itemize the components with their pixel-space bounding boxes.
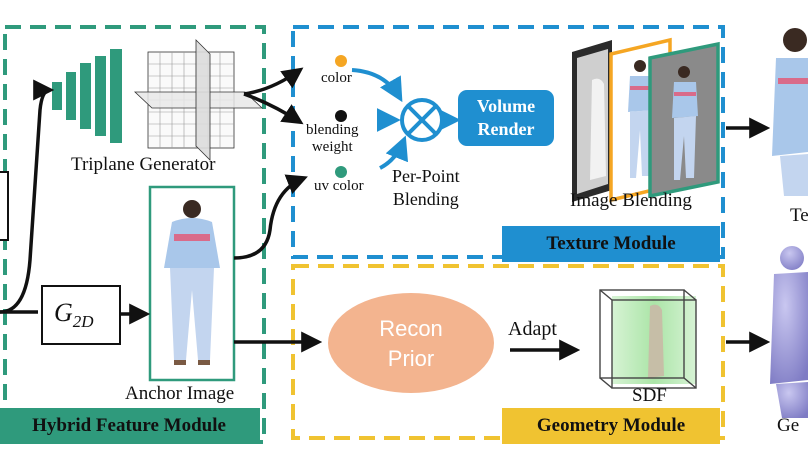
- geometry-module-frame: [291, 264, 725, 440]
- g2d-box: [41, 285, 121, 345]
- volume-render-line-1: Volume: [476, 96, 536, 116]
- texture-badge-bg: [502, 226, 720, 262]
- blending-weight-label: blending weight: [306, 122, 359, 157]
- geometry-badge-bg: [502, 408, 720, 444]
- volume-render-box: [458, 90, 554, 146]
- image-blending-stack: [572, 37, 720, 203]
- blending-weight-dot: [335, 110, 347, 122]
- per-point-blending-operator-icon: [400, 98, 444, 142]
- right-textured-human: [772, 28, 808, 196]
- color-dot: [335, 55, 347, 67]
- sdf-label: SDF: [632, 385, 667, 406]
- right-geometry-mesh: [770, 246, 808, 418]
- texture-module-label: Texture Module: [546, 233, 676, 254]
- g2d-subscript: 2D: [72, 312, 94, 332]
- triplane-planes-icon: [133, 39, 264, 161]
- per-point-line-1: Per-Point: [392, 166, 460, 186]
- blending-arrows: [351, 68, 461, 170]
- color-label: color: [321, 70, 352, 86]
- g2d-main: G: [54, 298, 73, 327]
- per-point-line-2: Blending: [392, 189, 459, 210]
- volume-render-line-2: Render: [477, 118, 535, 139]
- right-bottom-caption-partial: Ge: [777, 415, 800, 436]
- flow-arrows: [0, 67, 771, 361]
- anchor-person-figure: [164, 200, 220, 365]
- recon-prior-ellipse: [328, 293, 494, 393]
- triplane-generator-label: Triplane Generator: [71, 154, 216, 175]
- hybrid-badge-bg: [0, 408, 260, 444]
- hybrid-feature-module-label: Hybrid Feature Module: [32, 415, 226, 436]
- recon-prior-line-2: Prior: [387, 345, 435, 371]
- blending-weight-line-1: blending: [306, 122, 359, 138]
- geometry-module-label: Geometry Module: [536, 415, 686, 436]
- right-top-caption-partial: Te: [790, 205, 808, 226]
- per-point-blending-label: Per-Point Blending: [392, 165, 460, 212]
- blending-weight-line-2: weight: [311, 139, 353, 156]
- image-blending-label: Image Blending: [570, 190, 692, 211]
- anchor-image-label: Anchor Image: [125, 383, 235, 404]
- g2d-label: G2D: [54, 298, 94, 332]
- recon-prior-label: Recon Prior: [331, 314, 491, 373]
- recon-prior-line-1: Recon: [379, 316, 443, 341]
- input-box-partial: [0, 171, 9, 241]
- volume-render-label: Volume Render: [458, 95, 554, 140]
- triplane-generator-icon: [52, 49, 122, 143]
- adapt-label: Adapt: [508, 318, 557, 340]
- uv-color-label: uv color: [314, 178, 364, 194]
- sdf-cube-icon: [599, 289, 697, 389]
- uv-color-dot: [335, 166, 347, 178]
